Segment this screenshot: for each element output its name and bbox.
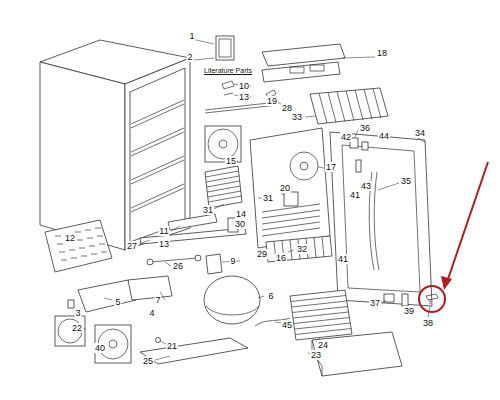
door xyxy=(330,132,432,306)
base-plate xyxy=(140,338,248,364)
back-grille xyxy=(45,220,112,272)
callout-number: 41 xyxy=(337,254,349,264)
fan xyxy=(55,316,85,346)
callout-number: 29 xyxy=(256,249,268,259)
callout-number: 18 xyxy=(376,48,388,58)
callout-number: 14 xyxy=(235,209,247,219)
screw xyxy=(156,338,161,343)
callout-number: 41 xyxy=(349,190,361,200)
compressor xyxy=(204,276,260,324)
callout-number: 36 xyxy=(359,123,371,133)
callout-number: 24 xyxy=(317,340,329,350)
callout-number: 44 xyxy=(378,131,390,141)
callout-number: 40 xyxy=(94,343,106,353)
callout-number: 38 xyxy=(422,318,434,328)
callout-number: 33 xyxy=(291,112,303,122)
small-part xyxy=(68,300,74,308)
cabinet xyxy=(40,40,190,250)
callout-number: 3 xyxy=(74,308,81,318)
callout-number: 34 xyxy=(414,128,426,138)
callout-number: 10 xyxy=(238,81,250,91)
front-grille xyxy=(266,236,332,262)
evaporator xyxy=(205,166,242,208)
callout-number: 4 xyxy=(148,308,155,318)
hinge xyxy=(402,294,408,306)
literature-label: Literature Parts xyxy=(203,67,253,75)
small-block xyxy=(384,294,394,302)
callout-number: 1 xyxy=(188,31,195,41)
callout-number: 37 xyxy=(369,298,381,308)
callout-number: 31 xyxy=(202,205,214,215)
callout-number: 5 xyxy=(114,297,121,307)
callout-number: 39 xyxy=(403,306,415,316)
callout-number: 6 xyxy=(267,291,274,301)
callout-number: 13 xyxy=(158,239,170,249)
control-strip xyxy=(262,62,340,82)
callout-number: 17 xyxy=(325,162,337,172)
callout-number: 35 xyxy=(400,176,412,186)
callout-number: 30 xyxy=(234,219,246,229)
bracket xyxy=(168,214,217,230)
bracket xyxy=(206,254,222,274)
hinge-part xyxy=(426,294,438,304)
callout-number: 12 xyxy=(64,233,76,243)
callout-number: 15 xyxy=(225,156,237,166)
callout-number: 43 xyxy=(360,181,372,191)
callout-number: 19 xyxy=(266,96,278,106)
drip-tray xyxy=(312,332,402,376)
wire-shelf xyxy=(310,88,388,124)
literature-booklet xyxy=(216,36,234,60)
component xyxy=(284,192,298,206)
callout-number: 20 xyxy=(279,183,291,193)
bracket xyxy=(222,81,234,95)
highlight-arrow xyxy=(447,162,488,282)
rear-panel xyxy=(250,128,330,248)
callout-number: 9 xyxy=(229,256,236,266)
callout-number: 42 xyxy=(340,132,352,142)
arrow-head xyxy=(441,276,452,290)
callout-number: 27 xyxy=(126,241,138,251)
callout-number: 16 xyxy=(275,253,287,263)
callout-number: 2 xyxy=(186,52,193,62)
callout-number: 13 xyxy=(238,92,250,102)
callout-number: 45 xyxy=(281,320,293,330)
callout-number: 11 xyxy=(158,226,169,236)
condenser xyxy=(290,290,352,340)
callout-number: 26 xyxy=(172,261,184,271)
callout-number: 7 xyxy=(154,295,161,305)
callout-number: 31 xyxy=(262,193,274,203)
callout-number: 23 xyxy=(310,350,322,360)
callout-number: 21 xyxy=(166,341,178,351)
highlight-circle xyxy=(419,286,445,312)
callout-number: 25 xyxy=(142,356,154,366)
base-bracket xyxy=(78,280,136,312)
callout-number: 32 xyxy=(296,244,308,254)
relay-box xyxy=(128,276,172,300)
callout-number: 22 xyxy=(71,323,83,333)
